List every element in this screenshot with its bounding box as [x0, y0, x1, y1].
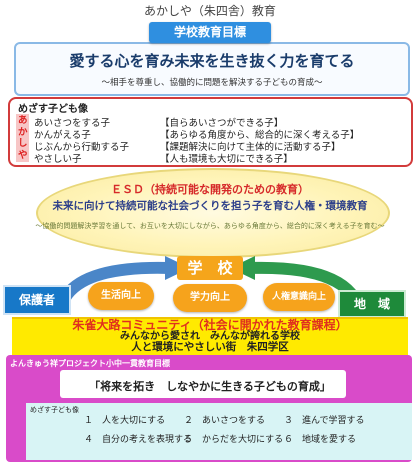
aim-row-label: じぶんから行動する子: [34, 142, 130, 153]
community-bar: [12, 317, 408, 355]
goals-list-label: めざす子ども像: [30, 406, 79, 414]
goal-text: 愛する心を育み未来を生き抜く力を育てる: [69, 52, 355, 70]
community-line-3: 人と環境にやさしい街 朱四学区: [131, 341, 289, 353]
aim-row-desc: 【課題解決に向けて主体的に活動する子】: [160, 142, 341, 153]
pill-human-rights: 人権意識向上: [263, 283, 335, 311]
aim-box: [8, 97, 413, 167]
esd-main: 未来に向けて持続可能な社会づくりを担う子を育む人権・環境教育: [52, 200, 368, 212]
aim-kana-ya: や: [18, 149, 28, 161]
bottom-main-box: [60, 370, 346, 398]
goal-box: [14, 42, 410, 96]
goals-list-box: [26, 403, 412, 460]
aim-kana-column: [16, 114, 29, 162]
aim-row-desc: 【自らあいさつができる子】: [160, 118, 284, 129]
aim-kana-ka: か: [18, 126, 28, 138]
aim-kana-a: あ: [18, 115, 28, 126]
aim-row-desc: 【人も環境も大切にできる子】: [160, 154, 293, 165]
aim-row-label: かんがえる子: [34, 130, 91, 141]
esd-title: ＥＳＤ（持続可能な開発のための教育）: [111, 183, 309, 196]
esd-cloud: [36, 168, 390, 258]
aim-kana-shi: し: [18, 138, 28, 149]
aim-row-label: やさしい子: [34, 154, 82, 165]
pill-life: 生活向上: [88, 282, 154, 310]
region-box: 地 域: [338, 290, 406, 318]
goal-item: ２ あいさつをする: [184, 416, 266, 426]
goal-item: ５ からだを大切にする: [184, 435, 284, 445]
school-badge: 学 校: [177, 256, 243, 280]
goal-item: １ 人を大切にする: [84, 416, 166, 426]
pill-academic: 学力向上: [173, 284, 247, 312]
goal-item: ４ 自分の考えを表現する: [84, 435, 193, 445]
bottom-main: 「将来を拓き しなやかに生きる子どもの育成」: [89, 380, 331, 393]
community-line-2: みんなから愛され みんなが誇れる学校: [120, 331, 300, 342]
aim-kana-letters: あ か し や: [18, 115, 28, 161]
parents-box: 保護者: [3, 285, 71, 315]
community-title: 朱雀大路コミュニティ（社会に開かれた教育課程）: [72, 318, 348, 332]
page-title: あかしや（朱四舎）教育: [144, 4, 276, 18]
goal-item: ６ 地域を愛する: [284, 435, 357, 445]
goal-badge: 学校教育目標: [149, 22, 271, 43]
goal-item: ３ 進んで学習する: [284, 416, 365, 426]
aim-row-label: あいさつをする子: [34, 118, 111, 129]
esd-subtext: 〜協働的問題解決学習を通して、お互いを大切にしながら、あらゆる角度から、総合的に…: [35, 222, 385, 230]
aim-title: めざす子ども像: [18, 104, 88, 115]
bottom-title: よんきゅう祥プロジェクト小中一貫教育目標: [10, 359, 170, 368]
aim-row-desc: 【あらゆる角度から、総合的に深く考える子】: [160, 130, 360, 141]
goal-subtext: 〜相手を尊重し、協働的に問題を解決する子どもの育成〜: [101, 78, 323, 88]
